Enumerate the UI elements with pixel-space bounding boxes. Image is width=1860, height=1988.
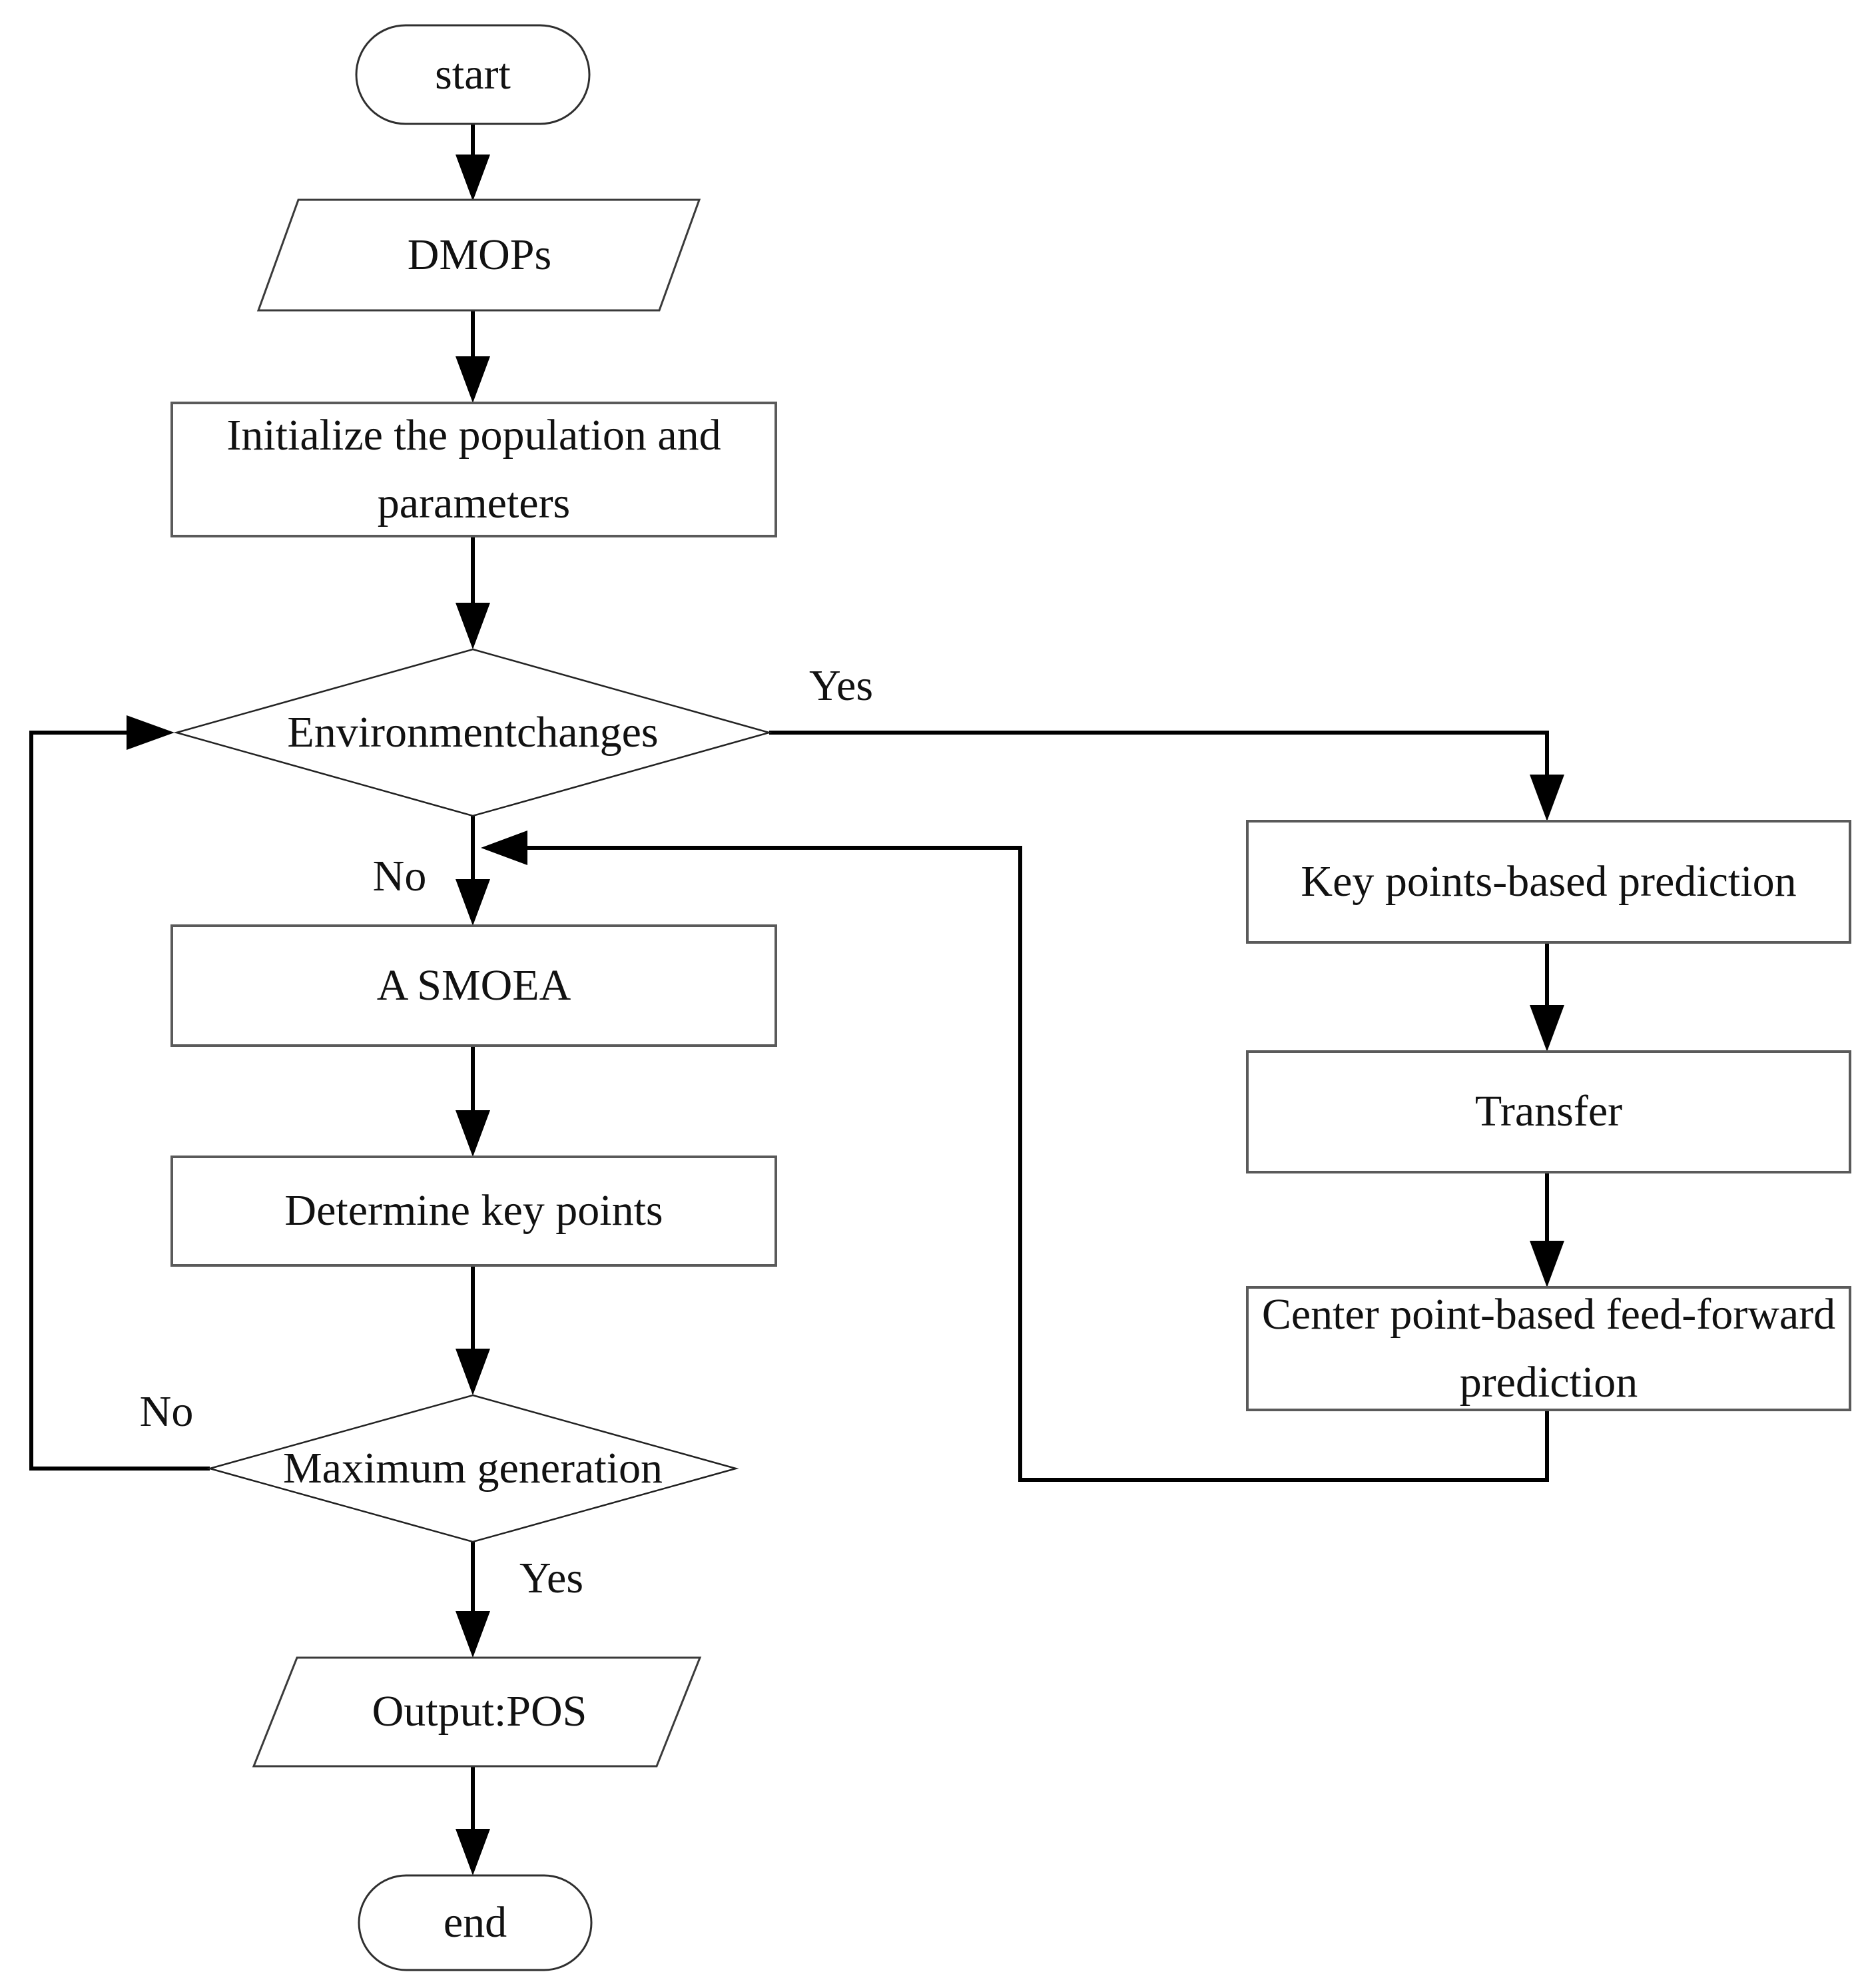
node-output-pos: Output:POS xyxy=(372,1687,587,1736)
arrowhead-left xyxy=(481,830,527,865)
node-start: start xyxy=(435,49,511,99)
node-transfer: Transfer xyxy=(1474,1087,1623,1136)
shape-init-process xyxy=(170,402,777,537)
shape-determine-process xyxy=(170,1156,777,1267)
node-key-points-prediction: Key points-based prediction xyxy=(1301,856,1797,906)
edge-output-end xyxy=(456,1766,490,1875)
shape-start-terminator xyxy=(355,24,591,125)
node-center-point-prediction: Center point-based feed-forward predicti… xyxy=(1261,1289,1836,1407)
edge-dmops-init xyxy=(456,310,490,403)
shape-envchange-decision xyxy=(173,648,773,817)
edge-label-env-no: No xyxy=(372,852,427,900)
edge-maxgen-no-envchange xyxy=(29,715,210,1471)
edge-init-envchange xyxy=(456,536,490,649)
shape-dmops-parallelogram xyxy=(256,198,701,312)
edge-determine-maxgen xyxy=(456,1265,490,1395)
node-maximum-generation: Maximum generation xyxy=(282,1443,663,1492)
node-dmops: DMOPs xyxy=(407,230,552,279)
edge-envchange-yes-keypred xyxy=(769,731,1564,821)
arrowhead-down xyxy=(456,1611,490,1658)
arrowhead-down xyxy=(456,155,490,201)
arrowhead-down xyxy=(456,879,490,926)
edge-label-max-no: No xyxy=(139,1387,194,1436)
shape-keypred-process xyxy=(1246,820,1851,944)
edge-maxgen-yes-output xyxy=(456,1542,490,1658)
node-smoea: A SMOEA xyxy=(376,960,571,1010)
node-end: end xyxy=(443,1897,507,1947)
edge-start-dmops xyxy=(456,124,490,201)
arrowhead-down xyxy=(1530,1241,1564,1287)
shape-end-terminator xyxy=(358,1874,593,1971)
shape-smoea-process xyxy=(170,924,777,1047)
arrowhead-down xyxy=(456,1110,490,1157)
edge-smoea-determine xyxy=(456,1046,490,1157)
arrowhead-right xyxy=(127,715,174,750)
node-environment-changes: Environmentchanges xyxy=(287,707,659,757)
node-initialize: Initialize the population and parameters xyxy=(226,410,721,527)
shape-maxgen-decision xyxy=(206,1394,739,1543)
shape-transfer-process xyxy=(1246,1050,1851,1173)
arrowhead-down xyxy=(456,603,490,649)
shape-centerpred-process xyxy=(1246,1286,1851,1411)
arrowhead-down xyxy=(456,1829,490,1875)
edge-label-env-yes: Yes xyxy=(808,661,874,710)
arrowhead-down xyxy=(1530,775,1564,821)
arrowhead-down xyxy=(456,356,490,403)
arrowhead-down xyxy=(456,1349,490,1395)
edge-centerpred-feedback-merge xyxy=(481,830,1549,1482)
edge-keypred-transfer xyxy=(1530,942,1564,1052)
node-determine-key-points: Determine key points xyxy=(284,1186,663,1235)
edge-envchange-no-smoea xyxy=(456,816,490,926)
edge-transfer-centerpred xyxy=(1530,1172,1564,1287)
arrowhead-down xyxy=(1530,1005,1564,1052)
shape-output-parallelogram xyxy=(252,1656,702,1768)
edge-label-max-yes: Yes xyxy=(519,1554,584,1602)
